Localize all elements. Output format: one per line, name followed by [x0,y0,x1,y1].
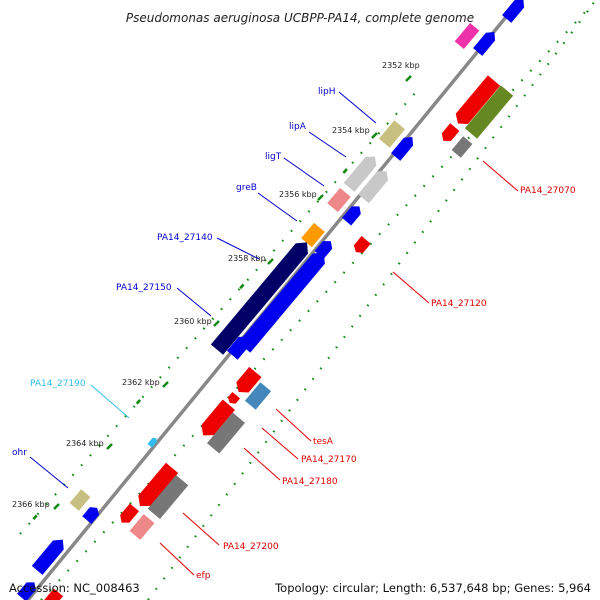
gene-label-ohr[interactable]: ohr [12,448,27,458]
gene-feature-PA14-27140-b[interactable] [238,247,330,353]
gene-features [16,0,528,600]
genome-summary-text: Topology: circular; Length: 6,537,648 bp… [275,581,591,595]
gene-feature-lipH[interactable] [378,120,406,148]
gene-label-liph[interactable]: lipH [318,87,335,97]
gene-feature-forward[interactable] [82,504,101,524]
gene-label-lipa[interactable]: lipA [289,122,307,132]
gene-label-pa14-27140[interactable]: PA14_27140 [157,233,213,243]
gene-feature-reverse[interactable] [439,123,460,145]
gene-label-pa14-27120[interactable]: PA14_27120 [431,299,487,309]
kbp-tick-mark [53,503,60,510]
gene-label-leader [257,192,298,222]
gene-feature-olive[interactable] [464,85,514,139]
gene-feature-ohr[interactable] [69,489,91,511]
kbp-tick-label: 2366 kbp [12,500,50,509]
gene-feature-reverse[interactable] [226,391,241,406]
kbp-tick-label: 2356 kbp [279,190,317,199]
gene-feature-forward[interactable] [391,133,417,161]
gene-feature-PA14-27200[interactable] [134,462,179,512]
gene-label-leader [338,91,377,124]
kbp-tick-label: 2362 kbp [122,378,160,387]
gene-feature-reverse[interactable] [117,503,140,526]
gc-content-tracks [19,0,598,600]
gene-label-pa14-27200[interactable]: PA14_27200 [223,542,279,552]
gene-feature-PA14-27180[interactable] [207,412,245,454]
kbp-tick-mark [405,75,412,82]
gene-feature-forward[interactable] [16,578,39,600]
gene-feature-greB[interactable] [301,222,325,248]
gene-feature-lipA[interactable] [343,152,380,192]
gene-feature-magenta[interactable] [454,22,480,50]
gene-label-leader [182,512,220,546]
gene-label-pa14-27190[interactable]: PA14_27190 [30,379,86,389]
gene-labels: lipHlipAligTgreBPA14_27140PA14_27150PA14… [12,87,576,581]
kbp-tick-mark [213,320,220,327]
gene-feature-PA14-27190[interactable] [147,436,158,448]
gene-feature-forward[interactable] [502,0,528,23]
gene-feature-PA14-27140[interactable] [210,237,313,355]
kbp-tick-mark [371,132,378,139]
gene-label-leader [261,427,299,460]
gene-label-pa14-27170[interactable]: PA14_27170 [301,455,357,465]
gene-label-pa14-27150[interactable]: PA14_27150 [116,283,172,293]
kbp-tick-mark [106,443,113,450]
gene-feature-PA14-27170[interactable] [197,399,235,441]
gene-feature-tesA[interactable] [244,382,272,410]
gene-feature-PA14-27200-b[interactable] [147,475,189,519]
gene-label-pa14-27180[interactable]: PA14_27180 [282,477,338,487]
gene-feature-grey[interactable] [451,136,473,158]
kbp-ticks: 2352 kbp 2354 kbp 2356 kbp 2358 kbp 2360 kbp… [12,61,420,510]
gene-label-leader [29,456,69,489]
kbp-tick-label: 2358 kbp [228,254,266,263]
gene-label-leader [216,237,260,260]
kbp-tick-mark [267,258,274,265]
gene-label-leader [392,271,430,304]
gene-feature-forward[interactable] [341,202,364,226]
gene-label-leader [482,160,519,192]
gene-label-leader [308,131,347,158]
gene-feature-forward[interactable] [473,28,499,56]
kbp-tick-label: 2352 kbp [382,61,420,70]
gene-label-leader [159,542,195,576]
kbp-tick-label: 2354 kbp [332,126,370,135]
accession-text: Accession: NC_008463 [9,581,140,595]
gene-feature-reverse[interactable] [351,236,371,256]
gene-feature-reverse[interactable] [452,75,501,128]
gene-label-tesa[interactable]: tesA [313,437,334,447]
kbp-tick-label: 2360 kbp [174,317,212,326]
gene-label-efp[interactable]: efp [196,571,211,581]
gene-feature-ligT-a[interactable] [358,167,392,204]
gene-label-leader [176,287,212,317]
gene-label-pa14-27070[interactable]: PA14_27070 [520,186,576,196]
kbp-tick-mark [162,381,169,388]
gene-feature-reverse[interactable] [233,366,262,397]
kbp-tick-label: 2364 kbp [66,439,104,448]
map-title: Pseudomonas aeruginosa UCBPP-PA14, compl… [126,11,474,25]
gene-feature-forward[interactable] [31,535,68,575]
gene-label-leader [275,408,312,442]
gene-feature-reverse[interactable] [40,588,64,600]
gene-feature-ligT[interactable] [327,187,351,213]
gene-label-leader [243,447,281,481]
gene-label-greb[interactable]: greB [236,183,257,193]
kbp-tick-mark [317,194,324,201]
gene-label-leader [90,384,130,419]
gene-feature-PA14-27150[interactable] [226,332,253,360]
gene-feature-efp[interactable] [129,514,155,540]
gene-label-ligt[interactable]: ligT [265,152,282,162]
gene-label-leader [283,157,325,187]
